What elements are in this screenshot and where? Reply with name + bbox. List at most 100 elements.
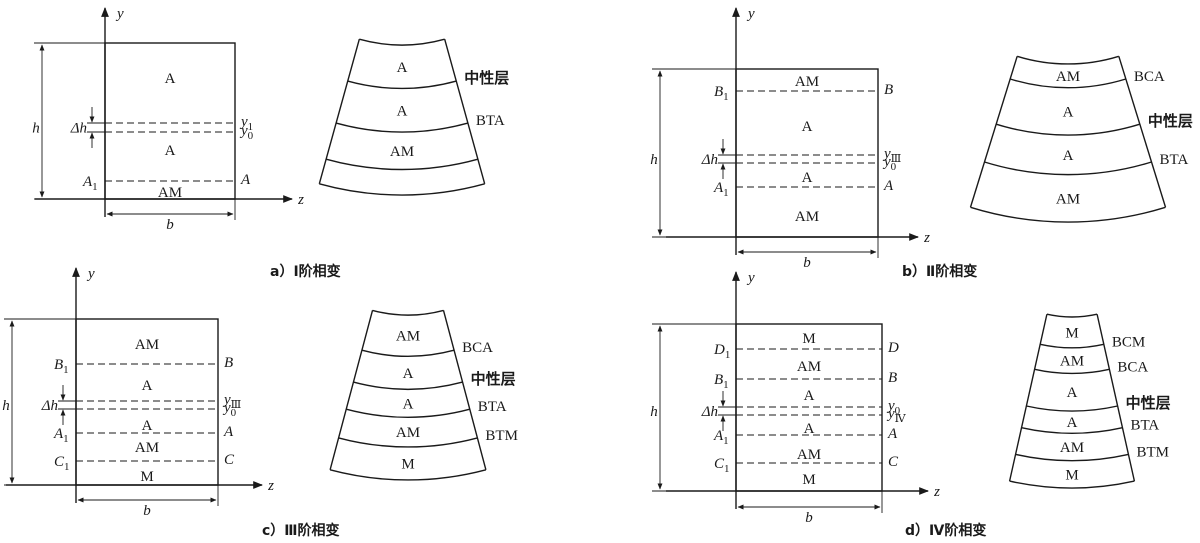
right-point-label-main: y bbox=[882, 154, 891, 170]
left-point-label-main: B bbox=[54, 357, 63, 373]
rect-layer-label: AM bbox=[795, 74, 819, 90]
dh-label: Δh bbox=[70, 121, 87, 137]
fan-top-arc bbox=[359, 38, 445, 46]
fan-layer-boundary bbox=[361, 349, 455, 357]
left-point-label: A1 bbox=[713, 180, 729, 199]
rect-layer-label: AM bbox=[795, 209, 819, 225]
right-point-label-main: A bbox=[223, 424, 234, 440]
fan-boundary-label: BTA bbox=[1130, 418, 1159, 434]
left-point-label-sub: 1 bbox=[92, 181, 98, 193]
rect-layer-label: A bbox=[804, 388, 815, 404]
right-point-label: y0 bbox=[239, 123, 254, 142]
panel-caption: d）Ⅳ阶相变 bbox=[905, 522, 986, 539]
fan-bottom-arc bbox=[319, 183, 485, 196]
fan-layer-label: A bbox=[1063, 148, 1074, 164]
right-point-label: yⅢ bbox=[882, 146, 901, 165]
fan-right-edge bbox=[1096, 314, 1136, 482]
right-point-label-sub: 0 bbox=[248, 130, 254, 142]
fan-layer-label: M bbox=[401, 457, 414, 473]
y-axis-label: y bbox=[746, 6, 755, 22]
right-point-label-main: B bbox=[888, 370, 897, 386]
left-point-label-main: A bbox=[713, 428, 724, 444]
right-point-label-sub: Ⅲ bbox=[891, 153, 902, 165]
fan-layer-label: M bbox=[1065, 467, 1078, 483]
right-point-label-main: y bbox=[222, 400, 231, 416]
right-point-label-main: y bbox=[882, 146, 891, 162]
right-point-label-main: y bbox=[886, 398, 895, 414]
fan-boundary-label: BTM bbox=[1136, 444, 1169, 460]
left-point-label: A1 bbox=[53, 426, 69, 445]
fan-layer-boundary bbox=[984, 161, 1152, 176]
left-point-label-sub: 1 bbox=[723, 379, 729, 391]
left-point-label: C1 bbox=[54, 454, 70, 473]
fan-boundary-label: 中性层 bbox=[464, 69, 509, 87]
fan-boundary-label: BTA bbox=[1160, 152, 1189, 168]
left-point-label-main: C bbox=[714, 456, 725, 472]
rect-layer-label: A bbox=[165, 71, 176, 87]
right-point-label-sub: Ⅳ bbox=[895, 413, 907, 425]
fan-layer-boundary bbox=[1034, 368, 1110, 375]
fan-layer-label: M bbox=[1065, 325, 1078, 341]
z-axis-label: z bbox=[297, 192, 304, 208]
right-point-label: y0 bbox=[886, 398, 901, 417]
right-point-label: A bbox=[887, 426, 898, 442]
right-point-label-sub: 0 bbox=[231, 407, 237, 419]
left-point-label-sub: 1 bbox=[63, 364, 69, 376]
fan-boundary-label: BCA bbox=[462, 340, 493, 356]
fan-bottom-arc bbox=[1009, 480, 1135, 489]
fan-layer-boundary bbox=[1021, 427, 1123, 434]
rect-layer-label: M bbox=[802, 472, 815, 488]
left-point-label: A1 bbox=[82, 174, 98, 193]
fan-layer-boundary bbox=[1026, 405, 1118, 412]
left-point-label-sub: 1 bbox=[64, 461, 70, 473]
right-point-label: yⅢ bbox=[222, 392, 241, 411]
right-point-label: A bbox=[240, 172, 251, 188]
right-point-label-main: D bbox=[887, 340, 899, 356]
fan-layer-label: A bbox=[403, 366, 414, 382]
z-axis-label: z bbox=[267, 478, 274, 494]
fan-layer-label: AM bbox=[1060, 354, 1084, 370]
right-point-label: B bbox=[884, 82, 893, 98]
fan-top-arc bbox=[1046, 313, 1098, 318]
left-point-label-main: B bbox=[714, 372, 723, 388]
z-axis-label: z bbox=[933, 484, 940, 500]
fan-layer-boundary bbox=[346, 408, 470, 418]
rect-layer-label: A bbox=[142, 418, 153, 434]
rect-layer-label: A bbox=[165, 143, 176, 159]
y-axis-label: y bbox=[86, 266, 95, 282]
left-point-label-main: A bbox=[713, 180, 724, 196]
right-point-label-main: y bbox=[886, 406, 895, 422]
rect-layer-label: AM bbox=[797, 447, 821, 463]
rect-layer-label: A bbox=[142, 378, 153, 394]
left-point-label: B1 bbox=[714, 84, 729, 103]
right-point-label-main: B bbox=[884, 82, 893, 98]
fan-layer-label: A bbox=[1067, 415, 1078, 431]
dh-label: Δh bbox=[41, 398, 58, 414]
right-point-label-main: y bbox=[222, 392, 231, 408]
left-point-label-main: B bbox=[714, 84, 723, 100]
left-point-label: D1 bbox=[713, 342, 730, 361]
fan-layer-label: AM bbox=[1060, 440, 1084, 456]
right-point-label-main: C bbox=[888, 454, 899, 470]
left-point-label-sub: 1 bbox=[725, 349, 731, 361]
fan-layer-label: AM bbox=[1056, 69, 1080, 85]
fan-layer-boundary bbox=[353, 381, 463, 390]
fan-layer-label: A bbox=[397, 103, 408, 119]
h-label: h bbox=[2, 398, 10, 414]
left-point-label-sub: 1 bbox=[63, 433, 69, 445]
z-axis-label: z bbox=[923, 230, 930, 246]
b-label: b bbox=[166, 217, 174, 233]
fan-boundary-label: BCA bbox=[1117, 359, 1148, 375]
fan-right-edge bbox=[1118, 56, 1167, 208]
fan-top-arc bbox=[372, 309, 444, 316]
right-point-label-main: A bbox=[240, 172, 251, 188]
right-point-label-main: y bbox=[239, 123, 248, 139]
left-point-label-main: D bbox=[713, 342, 725, 358]
left-point-label-main: A bbox=[53, 426, 64, 442]
right-point-label-main: C bbox=[224, 452, 235, 468]
rect-layer-label: A bbox=[802, 119, 813, 135]
fan-boundary-label: BTA bbox=[476, 113, 505, 129]
left-point-label-main: C bbox=[54, 454, 65, 470]
